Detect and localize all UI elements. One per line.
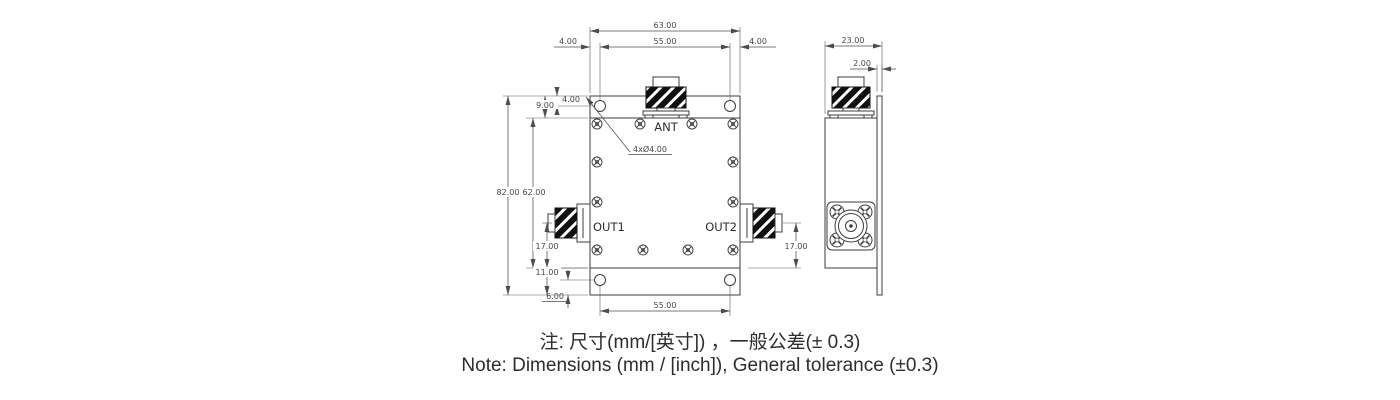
dim-body-height: 62.00 bbox=[523, 188, 546, 197]
front-plate-outline bbox=[589, 95, 741, 296]
side-view bbox=[824, 76, 883, 296]
ant-connector-side bbox=[827, 76, 875, 119]
side-plate-outline bbox=[876, 95, 883, 296]
dim-overall-depth: 23.00 bbox=[842, 36, 865, 45]
screw-icon bbox=[727, 244, 739, 256]
side-dimensions: 23.00 2.00 bbox=[824, 36, 896, 114]
dim-top-hole-vertical-offset: 4.00 bbox=[562, 95, 580, 104]
mounting-hole bbox=[724, 100, 736, 112]
screw-icon bbox=[686, 118, 698, 130]
dim-bottom-hole-vertical-offset: 6.00 bbox=[546, 292, 564, 301]
screw-icon bbox=[634, 118, 646, 130]
screw-icon bbox=[591, 156, 603, 168]
dim-top-hole-spacing: 55.00 bbox=[654, 37, 677, 46]
screw-icon bbox=[682, 244, 694, 256]
hole-callout: 4xØ4.00 bbox=[585, 96, 672, 155]
notes-block: 注: 尺寸(mm/[英寸]) ，一般公差(± 0.3) Note: Dimens… bbox=[0, 331, 1400, 377]
front-dimensions: 63.00 55.00 4.00 4.00 4.00 9.00 82.00 62… bbox=[494, 21, 810, 316]
dim-overall-width: 63.00 bbox=[654, 21, 677, 30]
screw-icon bbox=[591, 244, 603, 256]
front-view: ANT OUT1 OUT2 4xØ4.00 bbox=[547, 76, 783, 296]
screw-icon bbox=[727, 118, 739, 130]
note-line-chinese: 注: 尺寸(mm/[英寸]) ，一般公差(± 0.3) bbox=[539, 332, 861, 353]
mounting-hole bbox=[594, 100, 606, 112]
screw-icon bbox=[591, 196, 603, 208]
note-line-english: Note: Dimensions (mm / [inch]), General … bbox=[461, 355, 939, 376]
screw-icon bbox=[727, 196, 739, 208]
dim-top-flange-height: 9.00 bbox=[536, 101, 554, 110]
dim-bottom-flange-height: 11.00 bbox=[536, 268, 559, 277]
out2-label: OUT2 bbox=[705, 220, 737, 234]
screw-icon bbox=[637, 244, 649, 256]
screw-icon bbox=[591, 118, 603, 130]
dim-plate-thickness: 2.00 bbox=[853, 59, 871, 68]
out1-label: OUT1 bbox=[593, 220, 625, 234]
dim-out2-center-height: 17.00 bbox=[785, 242, 808, 251]
dim-out1-center-height: 17.00 bbox=[536, 242, 559, 251]
screw-icon bbox=[727, 156, 739, 168]
hole-callout-label: 4xØ4.00 bbox=[633, 144, 667, 154]
mounting-hole bbox=[724, 274, 736, 286]
mounting-hole bbox=[594, 274, 606, 286]
ant-label: ANT bbox=[654, 120, 678, 134]
out2-connector bbox=[739, 203, 783, 243]
dim-overall-height: 82.00 bbox=[497, 188, 520, 197]
out-flange-connector bbox=[826, 201, 876, 251]
dim-top-right-hole-offset: 4.00 bbox=[749, 37, 767, 46]
dim-bottom-hole-spacing: 55.00 bbox=[654, 301, 677, 310]
dim-top-left-hole-offset: 4.00 bbox=[559, 37, 577, 46]
out1-connector bbox=[547, 203, 591, 243]
ant-connector bbox=[642, 76, 690, 119]
